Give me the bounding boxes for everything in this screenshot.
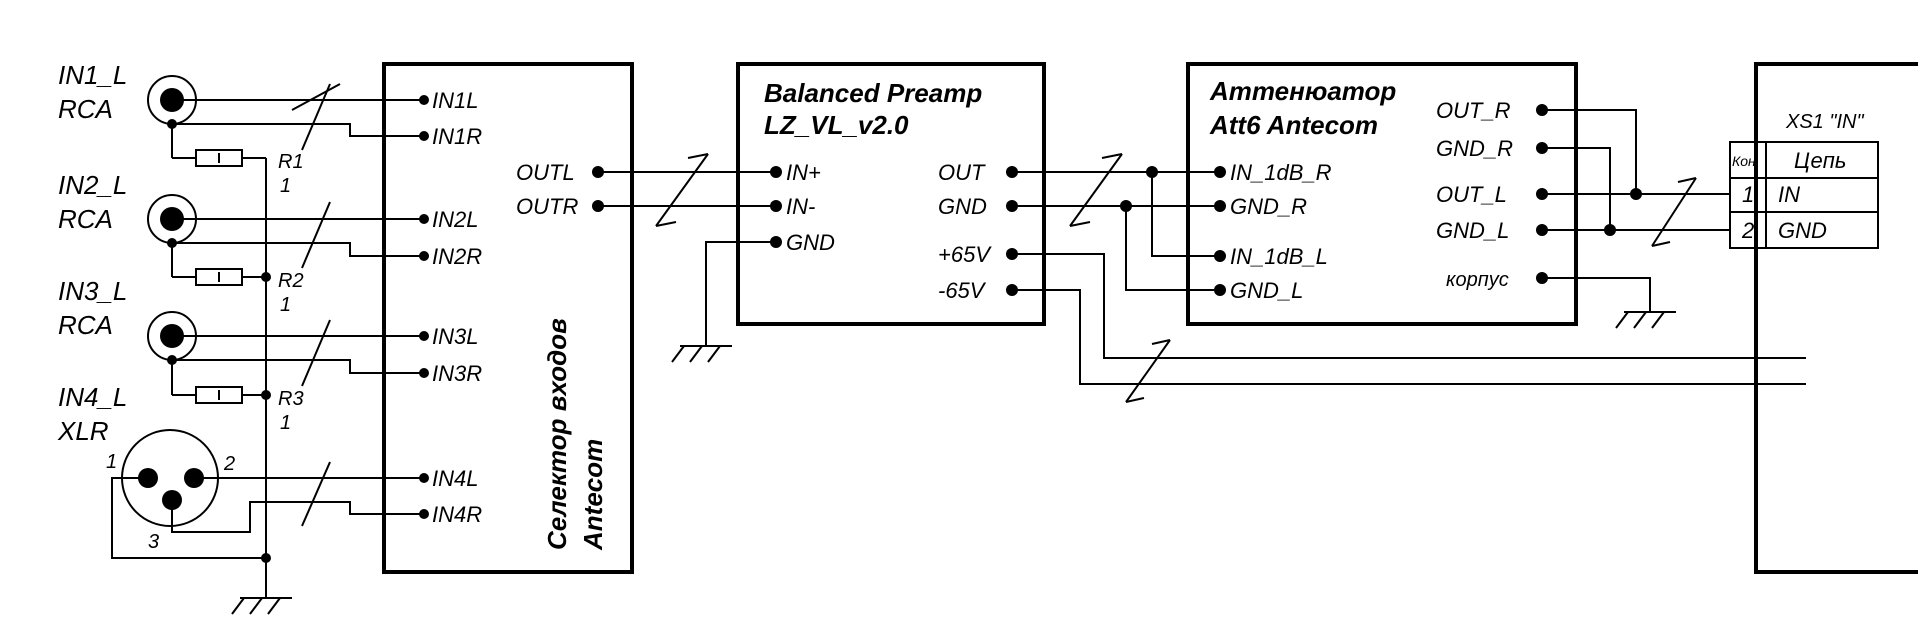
r1-ref: R1 xyxy=(278,151,304,173)
r2-value: 1 xyxy=(280,294,291,316)
connector-row1-circuit: IN xyxy=(1778,182,1800,207)
att-pin-gnd-l-out: GND_L xyxy=(1436,218,1509,243)
r1-value: 1 xyxy=(280,175,291,197)
connector-title: XS1 "IN" xyxy=(1785,111,1864,133)
selector-title-line1: Селектор входов xyxy=(542,318,572,550)
preamp-pin-out-gnd: GND xyxy=(938,194,987,219)
preamp-to-attenuator-wiring xyxy=(1012,153,1806,403)
att-pin-gnd-r-in: GND_R xyxy=(1230,194,1307,219)
resistor-r2 xyxy=(195,268,243,286)
preamp-pin-in-plus: IN+ xyxy=(786,160,821,185)
resistor-r3 xyxy=(195,386,243,404)
preamp-pin-plus65: +65V xyxy=(938,242,992,267)
selector-pin-dots xyxy=(419,95,604,519)
preamp-pin-gnd: GND xyxy=(786,230,835,255)
selector-pin-in4r: IN4R xyxy=(432,502,482,527)
xlr-pin1-label: 1 xyxy=(106,451,117,473)
in1-name: IN1_L xyxy=(58,60,127,90)
preamp-title-line2: LZ_VL_v2.0 xyxy=(764,110,909,140)
att-pin-gnd-r-out: GND_R xyxy=(1436,136,1513,161)
in3-type: RCA xyxy=(58,310,113,340)
attenuator-to-connector-wiring xyxy=(1542,109,1730,329)
att-pin-in-l: IN_1dB_L xyxy=(1230,244,1328,269)
xlr-pin2-label: 2 xyxy=(223,453,235,475)
in1-type: RCA xyxy=(58,94,113,124)
preamp-pin-minus65: -65V xyxy=(938,278,987,303)
att-pin-chassis: корпус xyxy=(1446,269,1509,291)
r3-value: 1 xyxy=(280,412,291,434)
preamp-pin-in-minus: IN- xyxy=(786,194,815,219)
selector-pin-in3l: IN3L xyxy=(432,324,478,349)
r3-ref: R3 xyxy=(278,388,304,410)
selector-out-l: OUTL xyxy=(516,160,575,185)
preamp-title-line1: Balanced Preamp xyxy=(764,78,982,108)
att-pin-out-r: OUT_R xyxy=(1436,98,1511,123)
selector-pin-in4l: IN4L xyxy=(432,466,478,491)
selector-pin-in3r: IN3R xyxy=(432,361,482,386)
preamp-pin-out: OUT xyxy=(938,160,986,185)
preamp-block xyxy=(736,62,1046,326)
resistor-r1 xyxy=(195,149,243,167)
connector-row2-pin: 2 xyxy=(1741,218,1754,243)
selector-block xyxy=(382,62,634,574)
connector-col-pin: Кон. xyxy=(1732,153,1760,169)
connector-table xyxy=(1729,141,1879,249)
selector-to-preamp-wiring xyxy=(598,153,776,363)
attenuator-title-line1: Аттенюатор xyxy=(1209,76,1396,106)
attenuator-title-line2: Att6 Antecom xyxy=(1209,110,1378,140)
att-pin-out-l: OUT_L xyxy=(1436,182,1507,207)
input-wiring xyxy=(111,83,424,615)
selector-pin-in2r: IN2R xyxy=(432,244,482,269)
att-pin-in-r: IN_1dB_R xyxy=(1230,160,1332,185)
in4-name: IN4_L xyxy=(58,382,127,412)
selector-pin-in1r: IN1R xyxy=(432,124,482,149)
in2-type: RCA xyxy=(58,204,113,234)
selector-pin-in2l: IN2L xyxy=(432,207,478,232)
xlr-pin3-label: 3 xyxy=(148,531,159,553)
in2-name: IN2_L xyxy=(58,170,127,200)
connector-row2-circuit: GND xyxy=(1778,218,1827,243)
connector-row1-pin: 1 xyxy=(1742,182,1754,207)
in3-name: IN3_L xyxy=(58,276,127,306)
att-pin-gnd-l-in: GND_L xyxy=(1230,278,1303,303)
in4-type: XLR xyxy=(57,416,109,446)
connector-col-circuit: Цепь xyxy=(1794,148,1846,173)
selector-out-r: OUTR xyxy=(516,194,578,219)
selector-title-line2: Antecom xyxy=(578,439,608,551)
amplifier-block xyxy=(1754,62,1918,574)
selector-pin-in1l: IN1L xyxy=(432,88,478,113)
r2-ref: R2 xyxy=(278,270,304,292)
